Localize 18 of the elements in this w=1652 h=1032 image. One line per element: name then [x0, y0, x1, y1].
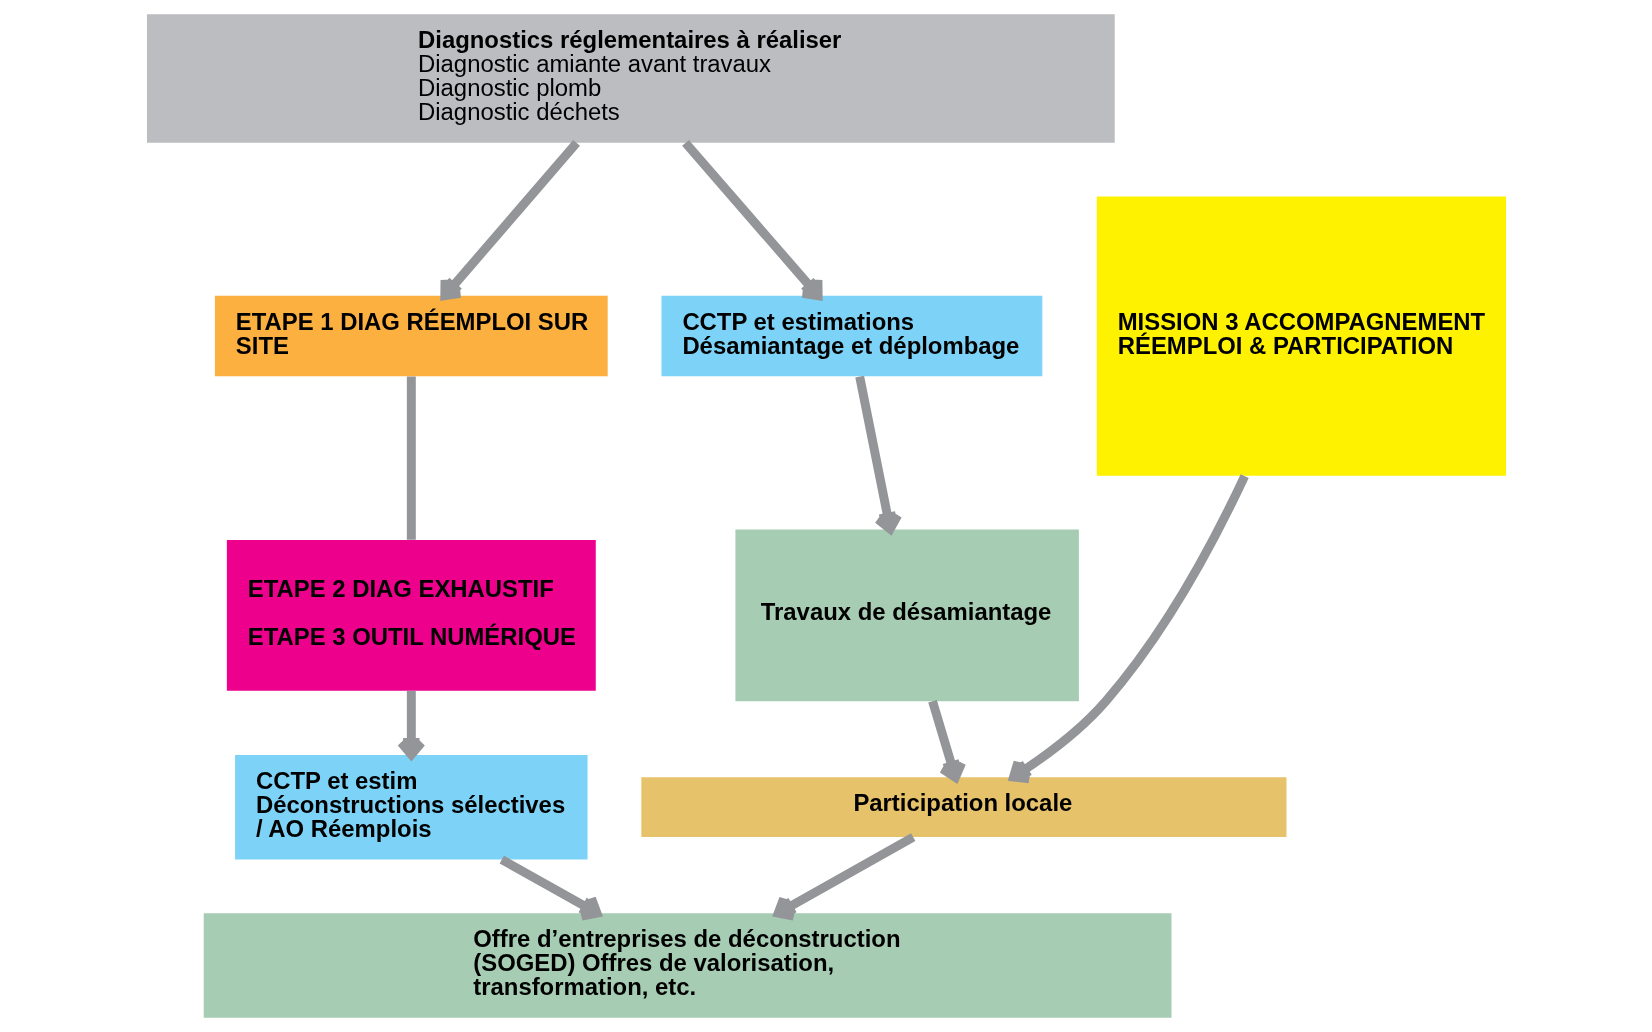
node-box: ETAPE 2 DIAG EXHAUSTIF ETAPE 3 OUTIL NUMÉRIQUE	[226, 539, 596, 691]
node-box: ETAPE 1 DIAG RÉEMPLOI SUR SITE	[214, 295, 608, 377]
arrow	[927, 700, 966, 782]
node-box: CCTP et estim Déconstructions sélectives / AO Réemplois	[234, 754, 588, 860]
arrow	[681, 139, 823, 301]
arrow	[396, 690, 426, 760]
node-box: Diagnostics réglementaires à réaliser Diagnostic amiante avant travaux Diagnostic plomb Diagnostic déchets	[146, 14, 1115, 143]
arrow	[854, 375, 902, 534]
arrow	[1008, 474, 1249, 784]
arrow	[773, 833, 915, 921]
node-box: MISSION 3 ACCOMPAGNEMENT RÉEMPLOI & PARTICIPATION	[1096, 196, 1506, 476]
node-box: Travaux de désamiantage	[734, 529, 1079, 702]
node-box: Offre d’entreprises de déconstruction (SOGED) Offres de valorisation, transformation, etc.	[203, 913, 1171, 1018]
node-box: Participation locale	[640, 777, 1286, 838]
connector	[406, 376, 416, 540]
arrow	[499, 855, 601, 921]
arrow	[439, 139, 580, 301]
node-box: CCTP et estimations Désamiantage et déplombage	[660, 295, 1042, 377]
